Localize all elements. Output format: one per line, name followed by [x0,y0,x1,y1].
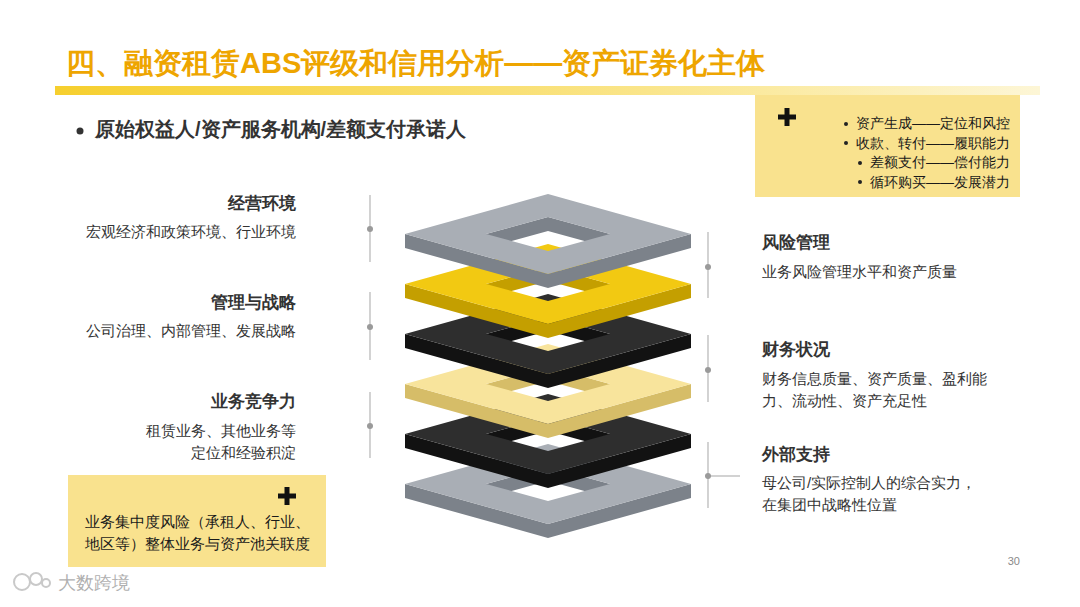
note-panel: 资产生成——定位和风控收款、转付——履职能力差额支付——偿付能力循环购买——发展… [755,95,1020,200]
slide-title: 四、融资租赁ABS评级和信用分析——资产证券化主体 [66,44,765,83]
section-body: 租赁业务、其他业务等 定位和经验积淀 [134,420,296,464]
panel-ground [68,475,326,567]
section-body: 公司治理、内部管理、发展战略 [50,321,296,341]
title-bar [55,86,1040,95]
note-text: 差额支付——偿付能力 [870,153,1010,173]
bullet-dot [858,161,862,165]
note-line: 业务集中度风险（承租人、行业、地区等）整体业务与资产池关联度 [80,511,314,555]
ring-stack [405,194,691,538]
watermark: 大数跨境 [58,571,178,595]
note-panel: 业务集中度风险（承租人、行业、地区等）整体业务与资产池关联度 [68,475,326,567]
note-text: 收款、转付——履职能力 [856,134,1010,154]
section-body: 业务风险管理水平和资产质量 [762,262,1032,282]
section-body: 母公司/实际控制人的综合实力，在集团中战略性位置 [762,472,986,516]
plus-symbol [278,487,296,505]
note-line: 循环购买——发展潜力 [795,173,1010,193]
watermark-icon [14,573,50,590]
bullet-heading: 原始权益人/资产服务机构/差额支付承诺人 [95,116,615,143]
note-line: 资产生成——定位和风控 [795,114,1010,134]
section-heading: 管理与战略 [116,292,296,315]
page-number: 30 [980,554,1020,569]
plus-symbol [778,108,796,126]
bullet-dot [77,128,84,135]
note-line: 收款、转付——履职能力 [795,134,1010,154]
note-text: 循环购买——发展潜力 [870,173,1010,193]
ring [405,194,691,288]
section-heading: 风险管理 [762,232,982,255]
section-body: 财务信息质量、资产质量、盈利能力、流动性、资产充足性 [762,368,996,412]
section-heading: 业务竞争力 [116,391,296,414]
note-line: 差额支付——偿付能力 [795,153,1010,173]
section-heading: 经营环境 [116,193,296,216]
section-body: 宏观经济和政策环境、行业环境 [50,222,296,242]
bracket-group [367,195,740,508]
section-heading: 财务状况 [762,339,982,362]
panel-ground [755,95,1020,197]
bullet-dot [844,141,848,145]
note-text: 资产生成——定位和风控 [856,114,1010,134]
note-text: 业务集中度风险（承租人、行业、地区等）整体业务与资产池关联度 [80,511,314,555]
bullet-dot [858,180,862,184]
bullet-dot [844,122,848,126]
section-heading: 外部支持 [762,444,982,467]
